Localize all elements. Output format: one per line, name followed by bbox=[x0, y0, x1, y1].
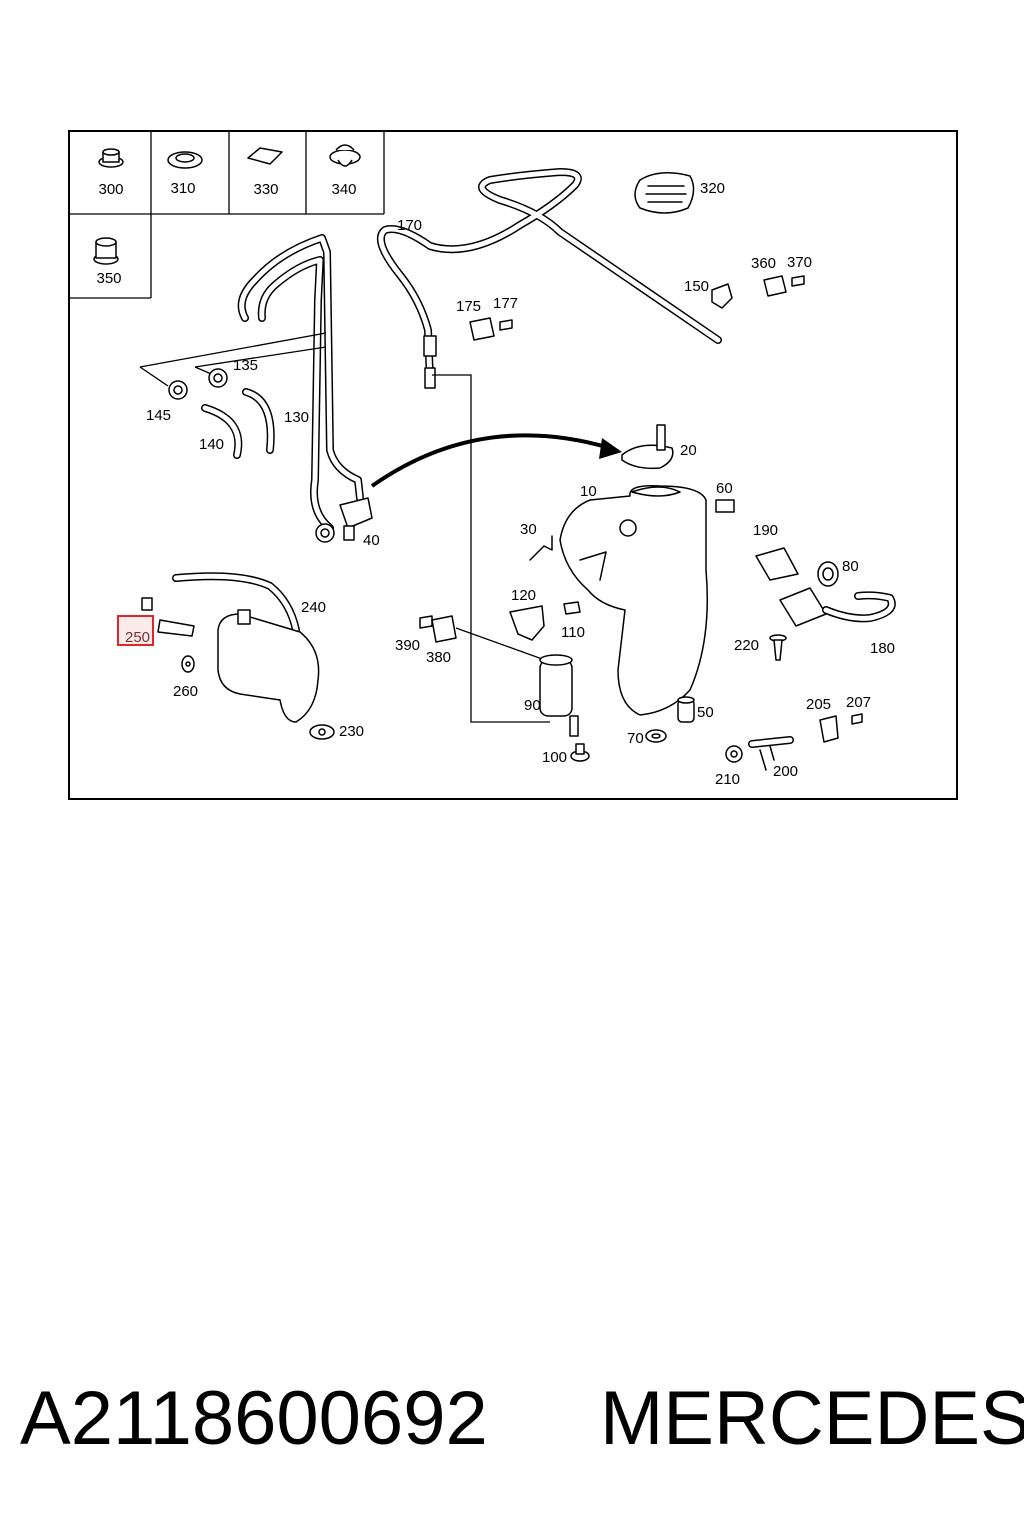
callout-90[interactable]: 90 bbox=[524, 697, 541, 714]
callout-175[interactable]: 175 bbox=[456, 298, 481, 315]
plug-100-icon bbox=[570, 743, 590, 762]
part-number-label: A2118600692 bbox=[20, 1376, 488, 1461]
ring-310-icon bbox=[167, 151, 203, 169]
callout-130[interactable]: 130 bbox=[284, 409, 309, 426]
brand-label: MERCEDES bbox=[600, 1376, 1024, 1461]
hose-130-icon bbox=[242, 388, 275, 454]
callout-200[interactable]: 200 bbox=[773, 763, 798, 780]
callout-250[interactable]: 250 bbox=[125, 629, 150, 646]
grommet-50-icon bbox=[677, 696, 695, 723]
clip-150-icon bbox=[711, 283, 733, 309]
bracket-30-icon bbox=[529, 535, 553, 561]
nozzle-250-icon bbox=[141, 597, 195, 637]
callout-60[interactable]: 60 bbox=[716, 480, 733, 497]
callout-310[interactable]: 310 bbox=[170, 180, 195, 197]
pad-330-icon bbox=[247, 147, 283, 165]
callout-300[interactable]: 300 bbox=[98, 181, 123, 198]
cover-320-icon bbox=[634, 172, 695, 214]
callout-240[interactable]: 240 bbox=[301, 599, 326, 616]
callout-150[interactable]: 150 bbox=[684, 278, 709, 295]
reservoir-10-icon bbox=[559, 484, 708, 716]
valve-200-icon bbox=[748, 736, 794, 771]
callout-205[interactable]: 205 bbox=[806, 696, 831, 713]
highlight-box bbox=[117, 615, 154, 646]
diagram-frame bbox=[68, 130, 958, 800]
callout-260[interactable]: 260 bbox=[173, 683, 198, 700]
callout-390[interactable]: 390 bbox=[395, 637, 420, 654]
callout-230[interactable]: 230 bbox=[339, 723, 364, 740]
callout-190[interactable]: 190 bbox=[753, 522, 778, 539]
callout-177[interactable]: 177 bbox=[493, 295, 518, 312]
leader-bracket bbox=[432, 374, 550, 723]
callout-340[interactable]: 340 bbox=[331, 181, 356, 198]
callout-170[interactable]: 170 bbox=[397, 217, 422, 234]
nozzle-120-icon bbox=[509, 605, 545, 641]
nut-110-icon bbox=[563, 601, 581, 615]
callout-330[interactable]: 330 bbox=[253, 181, 278, 198]
clamp-135-icon bbox=[208, 368, 228, 388]
nut-260-icon bbox=[181, 655, 195, 673]
nut-230-icon bbox=[309, 724, 335, 740]
callout-10[interactable]: 10 bbox=[580, 483, 597, 500]
callout-30[interactable]: 30 bbox=[520, 521, 537, 538]
callout-70[interactable]: 70 bbox=[627, 730, 644, 747]
callout-360[interactable]: 360 bbox=[751, 255, 776, 272]
callout-100[interactable]: 100 bbox=[542, 749, 567, 766]
clip-177-icon bbox=[499, 319, 513, 331]
callout-80[interactable]: 80 bbox=[842, 558, 859, 575]
reservoir-icon bbox=[217, 609, 320, 723]
cap-60-icon bbox=[715, 499, 735, 513]
clamp-145-icon bbox=[168, 380, 188, 400]
callout-120[interactable]: 120 bbox=[511, 587, 536, 604]
hose-180-icon bbox=[779, 587, 896, 627]
callout-180[interactable]: 180 bbox=[870, 640, 895, 657]
hose-240-icon bbox=[172, 572, 300, 634]
sensor-20-icon bbox=[621, 424, 674, 470]
valve-210-icon bbox=[725, 745, 743, 763]
pointer-arrow bbox=[370, 433, 611, 488]
callout-135[interactable]: 135 bbox=[233, 357, 258, 374]
small-parts-grid bbox=[69, 131, 385, 299]
clip-390-icon bbox=[419, 615, 433, 629]
callout-320[interactable]: 320 bbox=[700, 180, 725, 197]
callout-210[interactable]: 210 bbox=[715, 771, 740, 788]
hose-40-icon bbox=[237, 234, 373, 543]
callout-380[interactable]: 380 bbox=[426, 649, 451, 666]
connector-380-icon bbox=[431, 615, 457, 643]
hose-140-icon bbox=[201, 404, 243, 459]
callout-220[interactable]: 220 bbox=[734, 637, 759, 654]
bracket-190-icon bbox=[755, 547, 799, 581]
clip-370-icon bbox=[791, 275, 805, 287]
grommet-80-icon bbox=[817, 561, 839, 587]
rivet-220-icon bbox=[769, 634, 787, 661]
pump-90-icon bbox=[539, 654, 579, 737]
callout-20[interactable]: 20 bbox=[680, 442, 697, 459]
callout-50[interactable]: 50 bbox=[697, 704, 714, 721]
callout-370[interactable]: 370 bbox=[787, 254, 812, 271]
clip-207-icon bbox=[851, 713, 863, 725]
clip-360-icon bbox=[763, 275, 787, 297]
callout-40[interactable]: 40 bbox=[363, 532, 380, 549]
callout-350[interactable]: 350 bbox=[96, 270, 121, 287]
grommet-300-icon bbox=[98, 148, 124, 168]
callout-140[interactable]: 140 bbox=[199, 436, 224, 453]
clip-205-icon bbox=[819, 715, 839, 743]
hose-170-icon bbox=[377, 168, 722, 389]
grommet-70-icon bbox=[645, 729, 667, 743]
grommet-340-icon bbox=[329, 144, 361, 167]
plug-350-icon bbox=[93, 237, 119, 265]
callout-207[interactable]: 207 bbox=[846, 694, 871, 711]
callout-145[interactable]: 145 bbox=[146, 407, 171, 424]
callout-110[interactable]: 110 bbox=[561, 624, 585, 641]
clip-175-icon bbox=[469, 317, 495, 341]
